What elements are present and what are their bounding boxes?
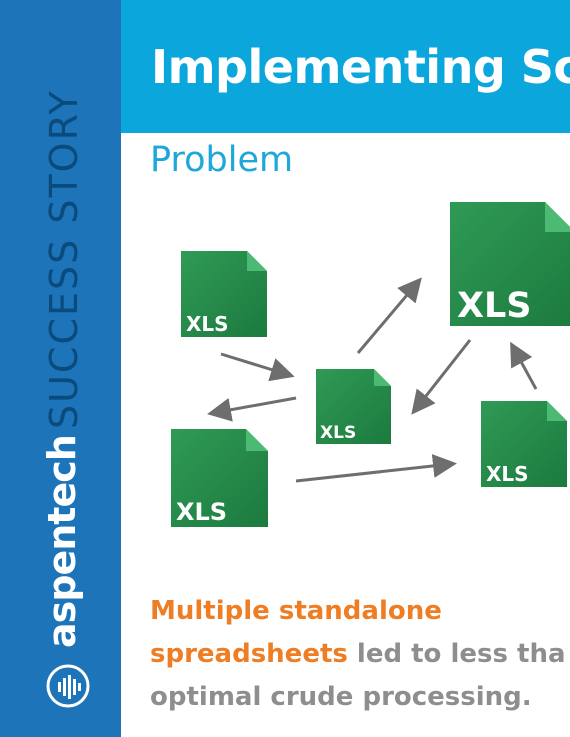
arrow-3 (356, 277, 422, 354)
spreadsheet-file-icon: XLS (316, 369, 391, 444)
file-label: XLS (176, 498, 227, 526)
file-label: XLS (457, 286, 532, 326)
statement-line-2: spreadsheets led to less tha (150, 633, 570, 676)
section-heading: Problem (150, 140, 294, 180)
statement-line-3: optimal crude processing. (150, 682, 532, 712)
arrow-6 (510, 341, 538, 390)
sidebar-band: SUCCESS STORY aspentech (0, 0, 121, 737)
arrow-5 (295, 454, 457, 483)
statement-highlight-1: Multiple standalone (150, 596, 442, 626)
page-title: Implementing Sche (151, 40, 570, 94)
statement-line-1: Multiple standalone (150, 590, 570, 633)
spreadsheet-diagram: XLS XLS XLS XLS XLS (171, 202, 570, 527)
statement-text-2: led to less tha (347, 639, 566, 669)
spreadsheet-file-icon: XLS (171, 429, 268, 527)
file-label: XLS (186, 312, 229, 336)
spreadsheet-file-icon: XLS (481, 401, 567, 487)
file-label: XLS (320, 423, 356, 443)
problem-statement: Multiple standalone spreadsheets led to … (150, 590, 570, 719)
header-banner: Implementing Sche (121, 0, 570, 133)
spreadsheet-file-icon: XLS (181, 251, 267, 337)
arrow-4 (411, 339, 472, 415)
file-label: XLS (486, 462, 529, 486)
spreadsheet-file-icon: XLS (450, 202, 570, 326)
aspentech-logo-icon (46, 664, 90, 708)
statement-highlight-2: spreadsheets (150, 639, 348, 669)
arrow-2 (207, 396, 297, 422)
arrow-1 (220, 352, 295, 382)
brand-name: aspentech (40, 435, 84, 648)
vertical-title: SUCCESS STORY (42, 89, 86, 429)
